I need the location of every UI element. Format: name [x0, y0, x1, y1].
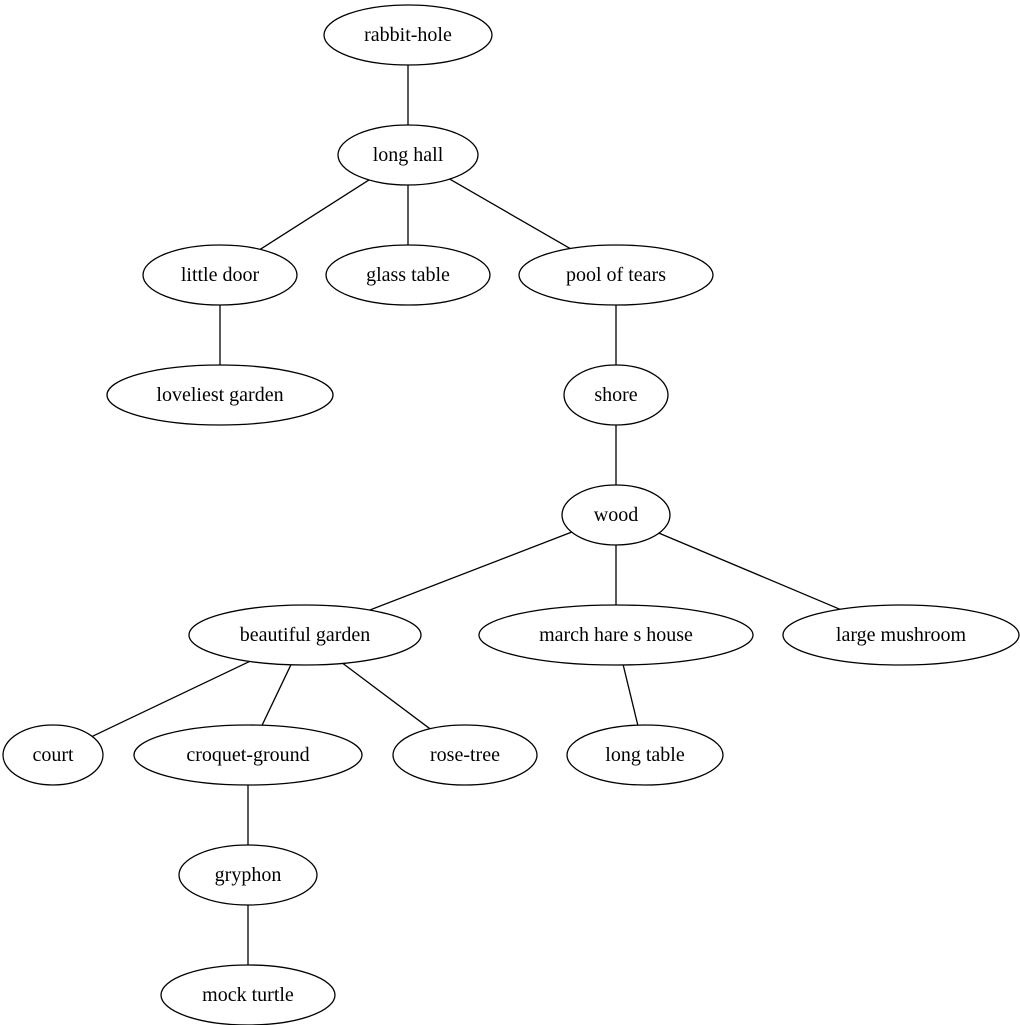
- node-label-court: court: [32, 744, 74, 766]
- node-ellipse-pool-of-tears: [518, 244, 714, 306]
- node-ellipse-wood: [561, 484, 671, 546]
- node-ellipse-little-door: [142, 244, 298, 306]
- node-march-hare-house: march hare s house: [478, 604, 754, 666]
- node-ellipse-croquet-ground: [133, 724, 363, 786]
- node-ellipse-beautiful-garden: [188, 604, 422, 666]
- node-ellipse-shore: [563, 364, 669, 426]
- node-label-march-hare-house: march hare s house: [539, 624, 693, 646]
- node-rose-tree: rose-tree: [392, 724, 538, 786]
- node-loveliest-garden: loveliest garden: [106, 364, 334, 426]
- node-large-mushroom: large mushroom: [782, 604, 1020, 666]
- node-little-door: little door: [142, 244, 298, 306]
- node-label-rabbit-hole: rabbit-hole: [364, 24, 452, 46]
- node-long-table: long table: [566, 724, 724, 786]
- node-long-hall: long hall: [337, 124, 479, 186]
- node-glass-table: glass table: [325, 244, 491, 306]
- node-label-little-door: little door: [181, 264, 260, 286]
- node-beautiful-garden: beautiful garden: [188, 604, 422, 666]
- node-ellipse-rose-tree: [392, 724, 538, 786]
- node-label-large-mushroom: large mushroom: [836, 624, 967, 646]
- node-ellipse-glass-table: [325, 244, 491, 306]
- node-label-pool-of-tears: pool of tears: [566, 264, 666, 286]
- node-ellipse-rabbit-hole: [323, 4, 493, 66]
- edge-wood-to-large-mushroom: [658, 532, 841, 610]
- node-label-wood: wood: [594, 504, 638, 526]
- node-label-gryphon: gryphon: [215, 864, 282, 886]
- node-label-rose-tree: rose-tree: [430, 744, 500, 766]
- node-ellipse-large-mushroom: [782, 604, 1020, 666]
- node-label-mock-turtle: mock turtle: [202, 984, 294, 1006]
- node-croquet-ground: croquet-ground: [133, 724, 363, 786]
- node-label-shore: shore: [594, 384, 637, 406]
- node-label-loveliest-garden: loveliest garden: [156, 384, 283, 406]
- node-label-croquet-ground: croquet-ground: [186, 744, 309, 766]
- node-wood: wood: [561, 484, 671, 546]
- node-pool-of-tears: pool of tears: [518, 244, 714, 306]
- edge-long-hall-to-pool-of-tears: [449, 178, 571, 250]
- node-rabbit-hole: rabbit-hole: [323, 4, 493, 66]
- nodes-layer: rabbit-hole long hall little door glass tab…: [2, 4, 1020, 1025]
- node-label-beautiful-garden: beautiful garden: [240, 624, 371, 646]
- edge-march-hare-house-to-long-table: [622, 664, 639, 726]
- edge-beautiful-garden-to-croquet-ground: [261, 664, 292, 726]
- node-ellipse-march-hare-house: [478, 604, 754, 666]
- edges-layer: [91, 65, 841, 965]
- node-mock-turtle: mock turtle: [160, 964, 336, 1025]
- edge-beautiful-garden-to-rose-tree: [342, 662, 431, 730]
- node-label-long-hall: long hall: [373, 144, 444, 166]
- node-label-long-table: long table: [605, 744, 685, 766]
- node-ellipse-court: [2, 724, 104, 786]
- node-ellipse-long-hall: [337, 124, 479, 186]
- edge-long-hall-to-little-door: [259, 179, 370, 250]
- node-court: court: [2, 724, 104, 786]
- node-ellipse-loveliest-garden: [106, 364, 334, 426]
- node-ellipse-long-table: [566, 724, 724, 786]
- edge-wood-to-beautiful-garden: [369, 531, 572, 611]
- node-ellipse-mock-turtle: [160, 964, 336, 1025]
- edge-beautiful-garden-to-court: [91, 660, 250, 737]
- node-gryphon: gryphon: [178, 844, 318, 906]
- node-shore: shore: [563, 364, 669, 426]
- node-label-glass-table: glass table: [366, 264, 450, 286]
- node-ellipse-gryphon: [178, 844, 318, 906]
